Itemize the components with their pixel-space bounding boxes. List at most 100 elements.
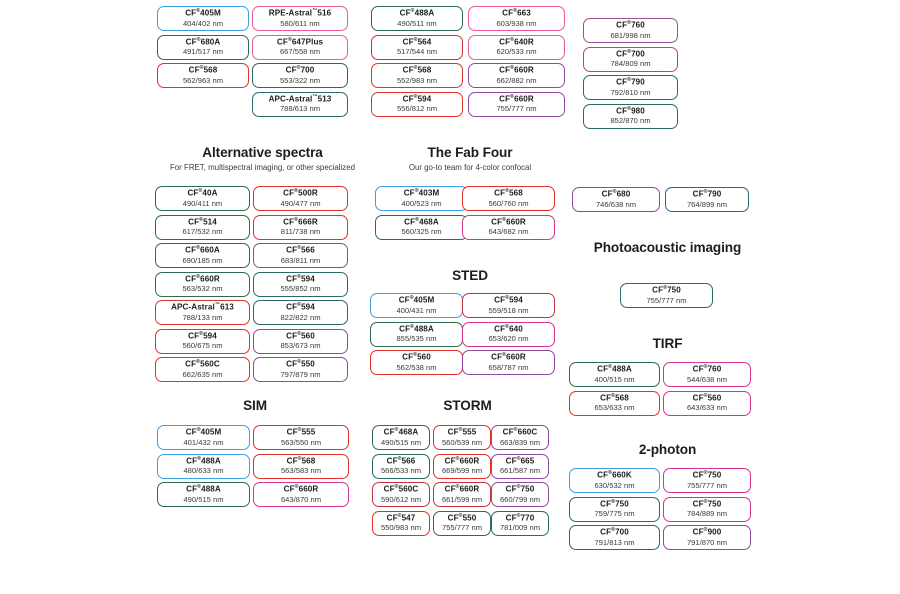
dye-name: CF®560 — [286, 330, 315, 341]
dye-wavelength: 643/682 nm — [488, 227, 529, 237]
dye-wavelength: 653/633 nm — [594, 403, 635, 413]
dye-wavelength: 563/550 nm — [280, 437, 322, 447]
dye-wavelength: 662/882 nm — [496, 75, 537, 85]
trademark-mark: ® — [502, 216, 507, 223]
dye-wavelength: 746/638 nm — [595, 199, 637, 209]
dye-name: CF®660C — [502, 427, 538, 437]
dye-wavelength: 566/533 nm — [380, 466, 422, 476]
trademark-mark: ® — [413, 352, 418, 359]
dye-wavelength: 559/518 nm — [488, 305, 529, 315]
trademark-mark: ® — [294, 484, 299, 491]
trademark-mark: ® — [294, 216, 299, 223]
dye-wavelength: 552/983 nm — [396, 75, 438, 85]
dye-name: CF®547 — [386, 512, 416, 523]
dye-name: CF®750 — [505, 484, 535, 494]
dye-wavelength: 491/517 nm — [182, 47, 224, 57]
trademark-mark: ® — [608, 364, 613, 371]
dye-name: APC-Astral™613 — [171, 302, 234, 312]
dye-name: CF®666R — [283, 216, 318, 227]
dye-name: CF®405M — [398, 295, 435, 305]
dye-wavelength: 784/809 nm — [610, 59, 651, 69]
trademark-mark: ® — [627, 48, 632, 55]
trademark-mark: ® — [297, 273, 302, 280]
dye-wavelength: 603/938 nm — [496, 18, 537, 28]
dye-wavelength: 781/009 nm — [499, 523, 541, 533]
